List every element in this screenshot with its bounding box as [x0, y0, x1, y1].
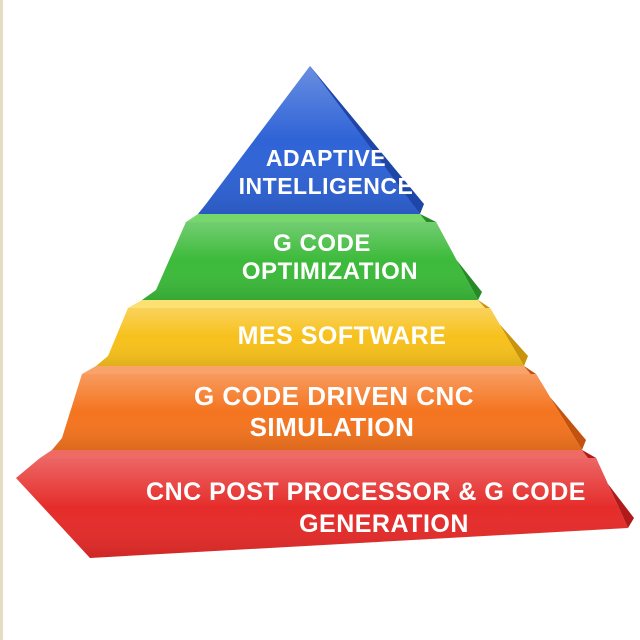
tier-shine [52, 374, 582, 450]
tier-side-face [524, 366, 586, 450]
tier-label-line: G CODE DRIVEN CNC [194, 381, 474, 411]
tier-label-line: SIMULATION [250, 412, 415, 442]
tier-side-face [478, 300, 528, 366]
tier-label-line: CNC POST PROCESSOR & G CODE [146, 478, 586, 506]
tier-label-line: INTELLIGENCE [239, 173, 414, 199]
tier-top-face [82, 366, 536, 374]
left-edge-strip [0, 0, 3, 640]
tier-adaptive-intelligence: ADAPTIVE INTELLIGENCE [198, 66, 424, 214]
tier-shine [16, 458, 628, 558]
tier-top-face [40, 450, 596, 458]
tier-g-code-driven-cnc-simulation: G CODE DRIVEN CNC SIMULATION [52, 366, 586, 450]
tier-top-face [128, 300, 490, 308]
tier-label-line: ADAPTIVE [266, 145, 386, 171]
tier-mes-software: MES SOFTWARE [96, 300, 528, 366]
tier-side-face [420, 214, 482, 300]
tier-label-line: GENERATION [299, 510, 469, 538]
tier-side-face [310, 66, 424, 214]
tier-g-code-optimization: G CODE OPTIMIZATION [142, 214, 482, 300]
tier-shine [96, 308, 524, 366]
tier-side-face [582, 450, 634, 528]
tier-shine [198, 66, 420, 214]
tier-cnc-post-processor-g-code-generation: CNC POST PROCESSOR & G CODE GENERATION [16, 450, 634, 558]
tier-label-line: OPTIMIZATION [242, 258, 418, 285]
tier-top-face [186, 214, 436, 222]
tier-label-line: MES SOFTWARE [238, 322, 447, 350]
tier-label-line: G CODE [273, 230, 371, 257]
tier-shine [142, 222, 478, 300]
